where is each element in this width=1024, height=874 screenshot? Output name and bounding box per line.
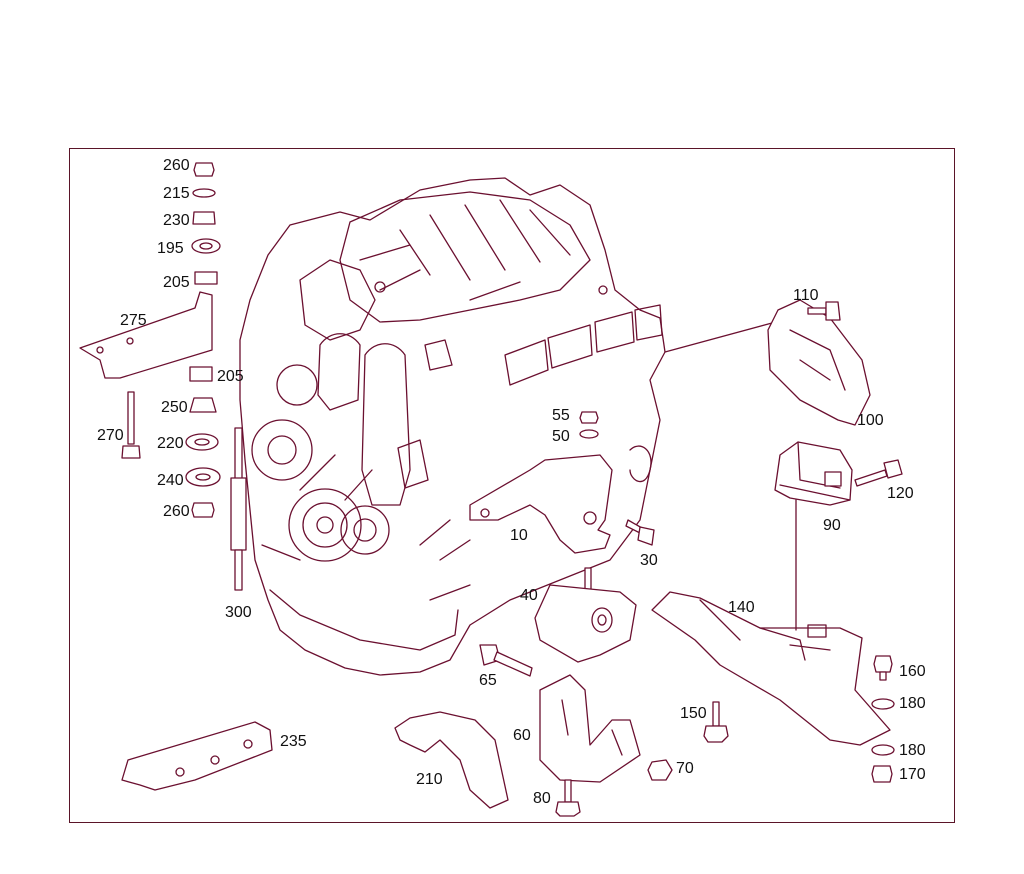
- crossmember-140: [651, 591, 891, 746]
- bracket-275: [79, 291, 213, 379]
- label-180-upper: 180: [899, 695, 926, 712]
- bolt-150: [703, 701, 729, 743]
- label-140: 140: [728, 599, 755, 616]
- label-70: 70: [676, 760, 694, 777]
- label-120: 120: [887, 485, 914, 502]
- engine-illustration: [239, 177, 666, 676]
- nut-55: [579, 411, 599, 424]
- label-260-top: 260: [163, 157, 190, 174]
- leader-line-100: [664, 322, 773, 353]
- label-80: 80: [533, 790, 551, 807]
- part-labels: 260 215 230 195 205 275 205 250 270 220 …: [97, 157, 926, 807]
- damper-300: [230, 427, 247, 591]
- nut-70: [647, 759, 673, 781]
- label-90: 90: [823, 517, 841, 534]
- bracket-60: [539, 674, 641, 783]
- label-210: 210: [416, 771, 443, 788]
- label-40: 40: [520, 587, 538, 604]
- engine-mount-40: [534, 567, 637, 663]
- label-235: 235: [280, 733, 307, 750]
- label-60: 60: [513, 727, 531, 744]
- bolt-30: [625, 519, 655, 546]
- bracket-100: [767, 299, 871, 426]
- label-220: 220: [157, 435, 184, 452]
- label-270: 270: [97, 427, 124, 444]
- label-55: 55: [552, 407, 570, 424]
- bolt-270: [121, 391, 141, 459]
- label-195: 195: [157, 240, 184, 257]
- label-50: 50: [552, 428, 570, 445]
- label-260-bottom: 260: [163, 503, 190, 520]
- label-10: 10: [510, 527, 528, 544]
- heat-shield-210: [394, 711, 509, 809]
- washer-180-upper: [871, 698, 895, 710]
- label-100: 100: [857, 412, 884, 429]
- label-65: 65: [479, 672, 497, 689]
- bracket-10: [469, 454, 613, 554]
- plate-235: [121, 721, 273, 791]
- label-275: 275: [120, 312, 147, 329]
- mount-stack-parts: [185, 162, 221, 518]
- bolt-160: [873, 655, 893, 681]
- label-205-top: 205: [163, 274, 190, 291]
- label-110: 110: [793, 287, 819, 304]
- label-250: 250: [161, 399, 188, 416]
- bolt-110: [807, 301, 841, 321]
- label-150: 150: [680, 705, 707, 722]
- washer-180-lower: [871, 744, 895, 756]
- label-205-mid: 205: [217, 368, 244, 385]
- label-30: 30: [640, 552, 658, 569]
- nut-170: [871, 765, 893, 783]
- label-240: 240: [157, 472, 184, 489]
- label-230: 230: [163, 212, 190, 229]
- bolt-120: [854, 459, 903, 487]
- washer-50: [579, 429, 599, 439]
- bolt-65: [479, 644, 533, 677]
- bolt-80: [555, 779, 581, 817]
- label-300: 300: [225, 604, 252, 621]
- diagram-frame: [69, 148, 955, 823]
- label-160: 160: [899, 663, 926, 680]
- label-215: 215: [163, 185, 190, 202]
- label-180-lower: 180: [899, 742, 926, 759]
- label-170: 170: [899, 766, 926, 783]
